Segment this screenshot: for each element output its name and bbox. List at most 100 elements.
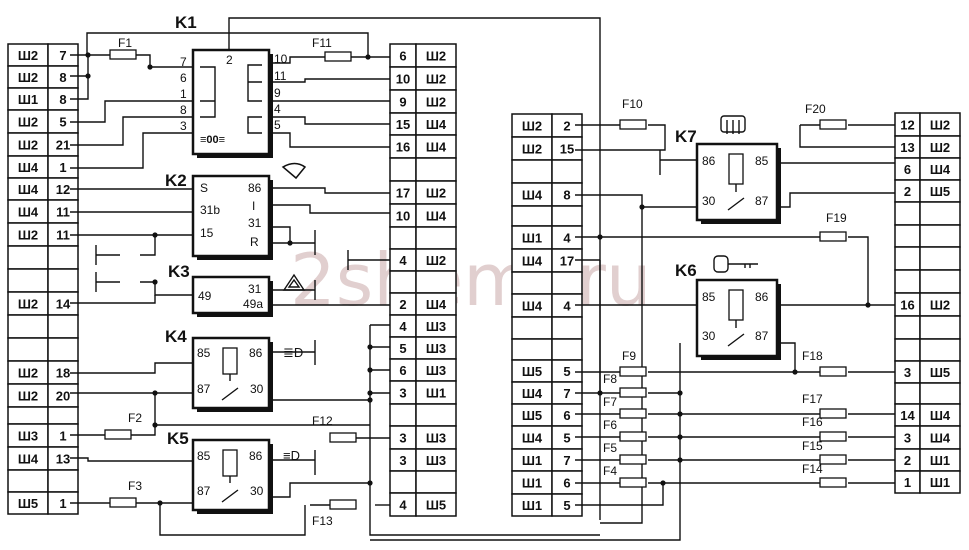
plug-label: Ш5 (426, 498, 446, 513)
fuse-f16: F16 (802, 415, 847, 442)
pin-number: 2 (904, 453, 911, 468)
fuse-f18: F18 (802, 349, 847, 377)
fuse-label: F3 (128, 479, 142, 493)
k2-pin-i: I (252, 199, 255, 213)
plug-label: Ш1 (522, 231, 542, 246)
k1-pin-left-3: 1 (180, 87, 187, 101)
mid-connector-row (511, 271, 583, 295)
ignition-key-icon (713, 255, 758, 273)
plug-label: Ш5 (930, 365, 950, 380)
fuse-f1: F1 (109, 36, 137, 60)
plug-label: Ш5 (18, 496, 38, 511)
k1-pin-left-5: 3 (180, 119, 187, 133)
k6-pin-85: 85 (702, 290, 716, 304)
pin-number: 1 (59, 429, 66, 444)
fuse-f6: F6 (603, 418, 647, 442)
pin-number: 6 (563, 476, 570, 491)
fuse-f15: F15 (802, 439, 847, 465)
pin-number: 12 (56, 182, 70, 197)
mid-connector-row (511, 338, 583, 361)
k4-pin-87: 87 (197, 382, 211, 396)
plug-label: Ш1 (426, 386, 446, 401)
fuse-label: F12 (312, 414, 333, 428)
plug-label: Ш5 (522, 364, 542, 379)
k7-pin-87: 87 (755, 194, 769, 208)
fuse-label: F5 (603, 441, 617, 455)
pin-number: 14 (56, 297, 71, 312)
pin-number: 1 (59, 160, 66, 175)
pin-number: 15 (560, 142, 574, 157)
left-connector-row (7, 314, 79, 339)
fuse-label: F20 (805, 102, 826, 116)
junction-dot (367, 367, 373, 373)
fuse-f19: F19 (819, 211, 847, 242)
fuse-label: F18 (802, 349, 823, 363)
mid-connector-row (511, 205, 583, 227)
pin-number: 8 (563, 188, 570, 203)
pin-number: 3 (399, 431, 406, 446)
plug-label: Ш2 (18, 70, 38, 85)
right-connector-row (894, 224, 961, 248)
k2-pin-31b: 31b (200, 203, 220, 217)
pin-number: 4 (563, 231, 571, 246)
center-connector-row (389, 470, 457, 494)
plug-label: Ш2 (522, 142, 542, 157)
k5-pin-30: 30 (250, 484, 264, 498)
junction-dot (365, 54, 371, 60)
junction-dot (152, 232, 158, 238)
relay-k5-label: K5 (167, 429, 189, 448)
k1-pin-right-1: 10 (274, 52, 288, 66)
junction-dot (660, 480, 666, 486)
pin-number: 18 (56, 366, 70, 381)
junction-dot (792, 369, 798, 375)
low-beam-icon: ≡D (283, 448, 300, 463)
pin-number: 3 (904, 431, 911, 446)
mid-connector-row (511, 316, 583, 340)
relay-k2-label: K2 (165, 171, 187, 190)
pin-number: 15 (396, 117, 410, 132)
pin-number: 21 (56, 138, 70, 153)
k6-pin-30: 30 (702, 329, 716, 343)
k3-pin-31: 31 (248, 282, 262, 296)
center-connector-row (389, 157, 457, 182)
plug-label: Ш4 (426, 140, 447, 155)
pin-number: 10 (396, 72, 410, 87)
pin-number: 3 (399, 453, 406, 468)
plug-label: Ш4 (18, 182, 39, 197)
center-connector-row (389, 270, 457, 294)
fuse-label: F14 (802, 462, 823, 476)
left-connector-row (7, 337, 79, 362)
relay-k7-label: K7 (675, 127, 697, 146)
pin-number: 6 (399, 363, 406, 378)
plug-label: Ш2 (930, 298, 950, 313)
k6-pin-86: 86 (755, 290, 769, 304)
right-connector-row (894, 246, 961, 271)
relay-k7: K7 86 85 30 87 (675, 115, 781, 224)
plug-label: Ш1 (930, 453, 950, 468)
plug-label: Ш2 (18, 389, 38, 404)
plug-label: Ш4 (930, 408, 951, 423)
relay-k5: K5 85 86 87 30 ≡D (167, 429, 300, 514)
fuse-f4: F4 (603, 464, 647, 488)
k4-pin-86: 86 (249, 346, 263, 360)
pin-number: 5 (563, 364, 570, 379)
pin-number: 7 (563, 386, 570, 401)
k3-pin-49a: 49a (243, 297, 263, 311)
plug-label: Ш3 (426, 453, 446, 468)
plug-label: Ш4 (930, 431, 951, 446)
fuse-f7: F7 (603, 395, 647, 419)
svg-text:≣D: ≣D (283, 345, 303, 360)
